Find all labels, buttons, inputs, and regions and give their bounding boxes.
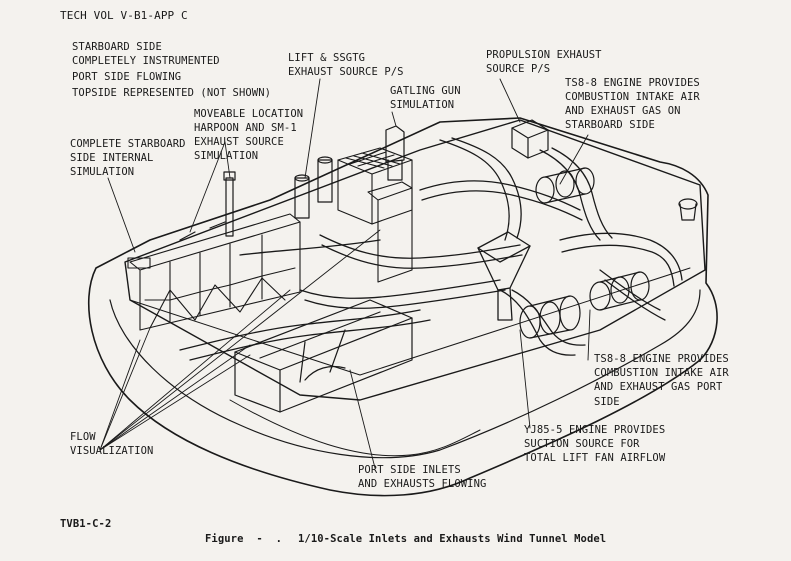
funnel-inlet	[477, 231, 531, 321]
document-reference: TECH VOL V-B1-APP C	[60, 9, 188, 22]
callout-ts8-port: COMBUSTION INTAKE AIR	[594, 367, 729, 379]
callout-yj85: TOTAL LIFT FAN AIRFLOW	[524, 452, 666, 464]
callout-starboard-internal: COMPLETE STARBOARD	[70, 138, 186, 150]
note-line: STARBOARD SIDE	[72, 41, 162, 53]
callout-ts8-starboard: STARBOARD SIDE	[565, 119, 655, 131]
callout-ts8-starboard: TS8-8 ENGINE PROVIDES	[565, 77, 700, 89]
note-line: TOPSIDE REPRESENTED (NOT SHOWN)	[72, 87, 272, 99]
callout-ts8-port: TS8-8 ENGINE PROVIDES	[594, 353, 729, 365]
deck-edge	[129, 267, 691, 376]
callout-ts8-starboard: AND EXHAUST GAS ON	[565, 105, 681, 117]
note-line: PORT SIDE FLOWING	[72, 71, 182, 83]
figure-caption: 1/10-Scale Inlets and Exhausts Wind Tunn…	[298, 533, 607, 545]
callout-port-inlets: PORT SIDE INLETS	[358, 464, 461, 476]
starboard-box-structures	[127, 213, 301, 331]
grid-box	[337, 147, 413, 225]
callout-ts8-port: AND EXHAUST GAS PORT	[594, 381, 723, 393]
callout-ts8-starboard: COMBUSTION INTAKE AIR	[565, 91, 700, 103]
callout-gatling-gun: GATLING GUN	[390, 85, 461, 97]
callout-ts8-port: SIDE	[594, 396, 620, 408]
gatling-gun-mount	[385, 125, 405, 181]
callout-yj85: YJ85-5 ENGINE PROVIDES	[524, 424, 666, 436]
propulsion-exhaust-box	[511, 119, 549, 159]
callout-yj85: SUCTION SOURCE FOR	[524, 438, 640, 450]
callout-lift-ssgtg: EXHAUST SOURCE P/S	[288, 66, 404, 78]
callout-gatling-gun: SIMULATION	[390, 99, 455, 111]
hull-outline	[87, 117, 718, 497]
callout-harpoon: HARPOON AND SM-1	[194, 122, 297, 134]
callout-propulsion-exhaust: PROPULSION EXHAUST	[486, 49, 602, 61]
callout-flow-visualization: FLOW	[70, 431, 96, 443]
callout-flow-visualization: VISUALIZATION	[70, 445, 154, 457]
callout-leaders	[99, 78, 591, 469]
figure-label: Figure - .	[205, 533, 283, 545]
harpoon-exhaust-posts	[179, 171, 236, 241]
deck-plate	[124, 119, 706, 401]
callout-propulsion-exhaust: SOURCE P/S	[486, 63, 551, 75]
center-tall-box	[367, 181, 413, 283]
lift-ssgtg-stacks	[294, 156, 333, 219]
callout-harpoon: EXHAUST SOURCE	[194, 136, 284, 148]
callout-starboard-internal: SIMULATION	[70, 166, 135, 178]
deck-bellmouth	[678, 198, 698, 221]
callout-harpoon: MOVEABLE LOCATION	[194, 108, 304, 120]
port-side-box	[234, 299, 413, 413]
hull-lower-rim	[229, 399, 481, 457]
callout-harpoon: SIMULATION	[194, 150, 259, 162]
note-line: COMPLETELY INSTRUMENTED	[72, 55, 220, 67]
engine-cylinders	[519, 167, 650, 339]
callout-port-inlets: AND EXHAUSTS FLOWING	[358, 478, 487, 490]
duct-network	[179, 137, 683, 361]
sheet-id: TVB1-C-2	[60, 518, 112, 530]
callout-starboard-internal: SIDE INTERNAL	[70, 152, 154, 164]
callout-lift-ssgtg: LIFT & SSGTG	[288, 52, 366, 64]
